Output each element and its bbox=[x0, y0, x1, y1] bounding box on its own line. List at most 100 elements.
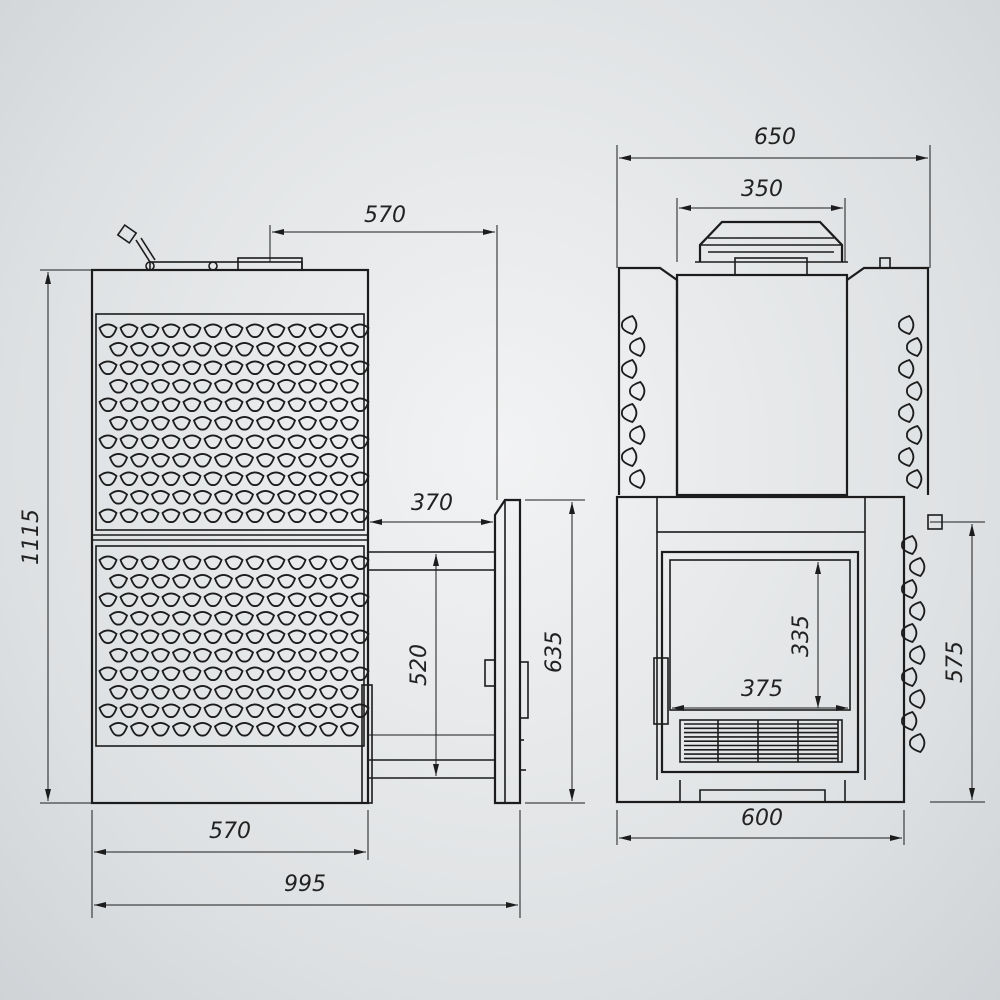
side-mesh-upper bbox=[98, 323, 370, 523]
mesh-opening bbox=[297, 648, 318, 663]
mesh-opening bbox=[255, 722, 276, 737]
mesh-opening bbox=[192, 379, 213, 394]
front-mesh-right bbox=[898, 314, 923, 490]
mesh-opening bbox=[161, 471, 181, 486]
mesh-opening bbox=[287, 397, 307, 412]
front-mesh-left bbox=[621, 314, 646, 490]
side-mesh-lower bbox=[98, 555, 370, 737]
mesh-opening bbox=[245, 592, 265, 607]
mesh-opening bbox=[192, 685, 213, 700]
mesh-opening bbox=[213, 490, 234, 505]
mesh-opening bbox=[182, 629, 202, 644]
mesh-opening bbox=[909, 600, 926, 622]
mesh-opening bbox=[329, 508, 349, 523]
mesh-opening bbox=[182, 397, 202, 412]
mesh-opening bbox=[255, 490, 276, 505]
mesh-opening bbox=[203, 508, 223, 523]
mesh-opening bbox=[224, 592, 244, 607]
mesh-opening bbox=[171, 574, 192, 589]
mesh-opening bbox=[329, 434, 349, 449]
mesh-opening bbox=[182, 703, 202, 718]
mesh-opening bbox=[129, 648, 150, 663]
mesh-opening bbox=[245, 434, 265, 449]
mesh-opening bbox=[297, 722, 318, 737]
mesh-opening bbox=[119, 508, 139, 523]
mesh-opening bbox=[909, 688, 926, 710]
mesh-opening bbox=[119, 434, 139, 449]
mesh-opening bbox=[108, 342, 129, 357]
mesh-opening bbox=[318, 453, 339, 468]
dim-front-chimney-width: 350 bbox=[741, 177, 783, 202]
mesh-opening bbox=[234, 722, 255, 737]
mesh-opening bbox=[203, 666, 223, 681]
mesh-opening bbox=[308, 360, 328, 375]
mesh-opening bbox=[266, 592, 286, 607]
mesh-opening bbox=[329, 592, 349, 607]
mesh-opening bbox=[329, 666, 349, 681]
dim-front-base-width: 600 bbox=[741, 806, 783, 831]
mesh-opening bbox=[203, 592, 223, 607]
mesh-opening bbox=[119, 397, 139, 412]
mesh-opening bbox=[161, 592, 181, 607]
mesh-opening bbox=[224, 629, 244, 644]
side-view bbox=[90, 223, 529, 805]
mesh-opening bbox=[255, 574, 276, 589]
mesh-opening bbox=[255, 342, 276, 357]
mesh-opening bbox=[224, 703, 244, 718]
mesh-opening bbox=[276, 416, 297, 431]
mesh-opening bbox=[192, 611, 213, 626]
mesh-opening bbox=[182, 471, 202, 486]
mesh-opening bbox=[287, 434, 307, 449]
mesh-opening bbox=[140, 629, 160, 644]
front-left-tower bbox=[617, 266, 679, 495]
mesh-opening bbox=[108, 611, 129, 626]
mesh-opening bbox=[119, 703, 139, 718]
mesh-opening bbox=[213, 685, 234, 700]
mesh-opening bbox=[119, 323, 139, 338]
mesh-opening bbox=[276, 379, 297, 394]
mesh-opening bbox=[119, 629, 139, 644]
mesh-opening bbox=[350, 508, 370, 523]
dim-side-top-depth: 570 bbox=[364, 203, 406, 228]
dim-front-total-width: 650 bbox=[754, 125, 796, 150]
mesh-opening bbox=[287, 629, 307, 644]
mesh-opening bbox=[161, 508, 181, 523]
mesh-opening bbox=[339, 453, 360, 468]
mesh-opening bbox=[224, 397, 244, 412]
mesh-opening bbox=[129, 342, 150, 357]
mesh-opening bbox=[245, 360, 265, 375]
front-chimney-cap bbox=[695, 220, 848, 276]
mesh-opening bbox=[339, 490, 360, 505]
mesh-opening bbox=[308, 434, 328, 449]
mesh-opening bbox=[150, 722, 171, 737]
mesh-opening bbox=[906, 424, 923, 446]
mesh-opening bbox=[276, 574, 297, 589]
mesh-opening bbox=[266, 360, 286, 375]
mesh-opening bbox=[621, 358, 638, 380]
mesh-opening bbox=[182, 592, 202, 607]
mesh-opening bbox=[308, 703, 328, 718]
side-body-outline bbox=[90, 268, 370, 805]
mesh-opening bbox=[234, 453, 255, 468]
mesh-opening bbox=[98, 434, 118, 449]
mesh-opening bbox=[161, 360, 181, 375]
mesh-opening bbox=[108, 379, 129, 394]
mesh-opening bbox=[266, 397, 286, 412]
mesh-opening bbox=[203, 703, 223, 718]
mesh-opening bbox=[255, 611, 276, 626]
mesh-opening bbox=[108, 648, 129, 663]
mesh-opening bbox=[909, 556, 926, 578]
mesh-opening bbox=[339, 416, 360, 431]
mesh-opening bbox=[234, 574, 255, 589]
mesh-opening bbox=[98, 508, 118, 523]
mesh-opening bbox=[318, 685, 339, 700]
mesh-opening bbox=[108, 574, 129, 589]
mesh-opening bbox=[329, 360, 349, 375]
mesh-opening bbox=[308, 508, 328, 523]
mesh-opening bbox=[98, 592, 118, 607]
mesh-opening bbox=[339, 574, 360, 589]
mesh-opening bbox=[192, 416, 213, 431]
mesh-opening bbox=[329, 703, 349, 718]
mesh-opening bbox=[350, 323, 370, 338]
